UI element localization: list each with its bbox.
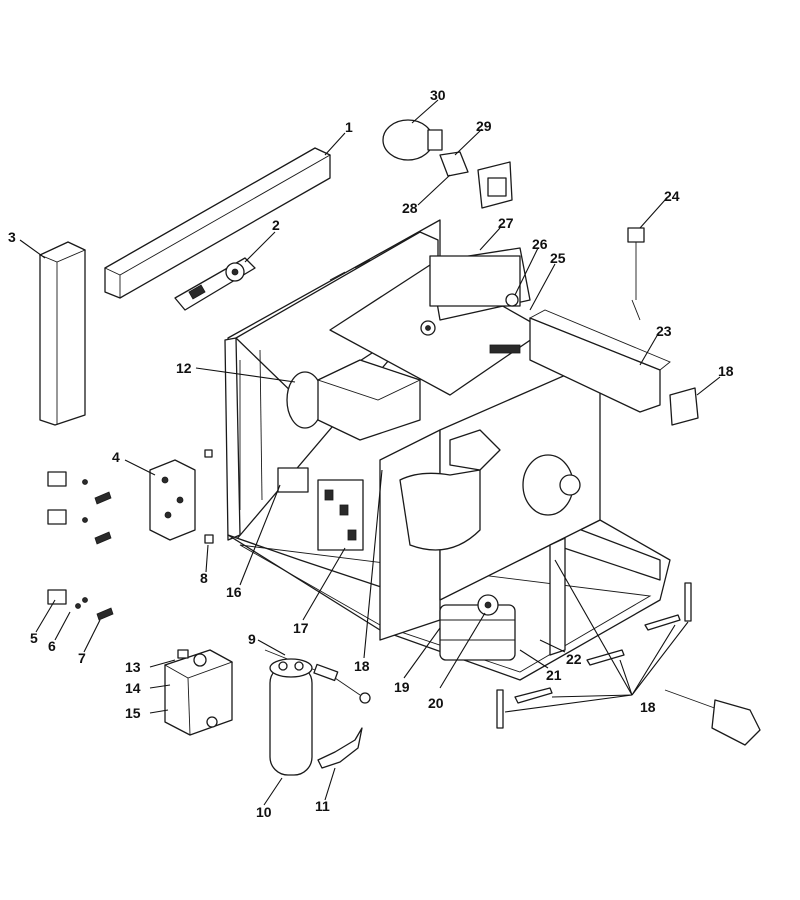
callout-20: 20	[428, 695, 444, 711]
part-11-strap	[317, 727, 363, 769]
parts-13-15-magnetron	[163, 649, 234, 736]
leader-lines	[19, 99, 721, 806]
callout-labels: 1 2 3 4 5 6 7 8 9 10 11 12 13 14 15 16 1…	[8, 87, 734, 820]
callout-9: 9	[248, 631, 256, 647]
callout-21: 21	[546, 667, 562, 683]
part-19-hv-transformer	[439, 604, 516, 661]
callout-24: 24	[664, 188, 680, 204]
callout-17: 17	[293, 620, 309, 636]
callout-14: 14	[125, 680, 141, 696]
callout-3: 3	[8, 229, 16, 245]
part-20-fan	[477, 594, 499, 616]
callout-7: 7	[78, 650, 86, 666]
callout-29: 29	[476, 118, 492, 134]
blower-assembly	[399, 429, 581, 551]
callout-16: 16	[226, 584, 242, 600]
callout-6: 6	[48, 638, 56, 654]
callout-15: 15	[125, 705, 141, 721]
part-2-latch-assembly	[174, 257, 256, 311]
part-10-capacitor	[269, 658, 313, 776]
part-4-switch-bracket	[149, 459, 196, 541]
part-1-top-trim	[104, 147, 331, 299]
callout-27: 27	[498, 215, 514, 231]
callout-26: 26	[532, 236, 548, 252]
parts-26-27-top-box	[489, 293, 521, 354]
part-9-diode	[264, 649, 371, 704]
part-3-side-trim	[38, 241, 87, 426]
part-23-duct	[528, 309, 671, 413]
callout-23: 23	[656, 323, 672, 339]
part-12-transformer	[286, 359, 422, 441]
callout-11: 11	[315, 798, 330, 814]
callout-5: 5	[30, 630, 38, 646]
part-24-sensor	[627, 227, 645, 321]
callout-25: 25	[550, 250, 566, 266]
callout-18-center: 18	[354, 658, 370, 674]
callout-1: 1	[345, 119, 353, 135]
callout-18-bottom: 18	[640, 699, 656, 715]
parts-5-6-7-switch-set	[47, 471, 114, 621]
part-8-clip	[204, 449, 214, 544]
callout-30: 30	[430, 87, 446, 103]
callout-22: 22	[566, 651, 582, 667]
callout-2: 2	[272, 217, 280, 233]
callout-19: 19	[394, 679, 410, 695]
part-18-spacers-and-cord	[496, 387, 761, 746]
parts-28-30-lamp-assembly	[382, 119, 513, 209]
callout-13: 13	[125, 659, 141, 675]
callout-8: 8	[200, 570, 208, 586]
callout-18-right: 18	[718, 363, 734, 379]
callout-12: 12	[176, 360, 192, 376]
callout-28: 28	[402, 200, 418, 216]
parts-16-17-control-board	[277, 467, 364, 551]
callout-10: 10	[256, 804, 272, 820]
callout-4: 4	[112, 449, 120, 465]
